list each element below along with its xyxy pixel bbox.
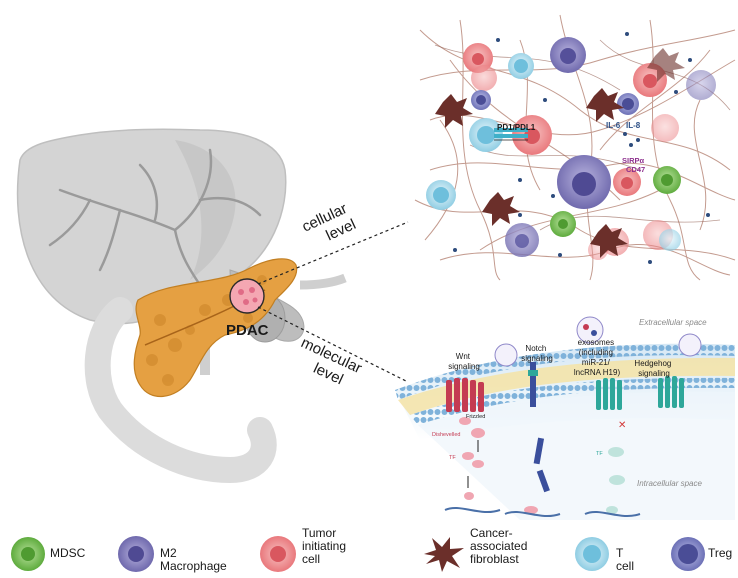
cancer-associated-fibroblast-icon — [424, 537, 464, 572]
wnt-signaling-label: Wnt signaling — [448, 352, 480, 371]
svg-text:✕: ✕ — [618, 420, 626, 431]
hedgehog-line2: signaling — [638, 369, 670, 378]
wnt-line2: signaling — [448, 362, 480, 371]
tumor-microenvironment — [414, 14, 736, 281]
hedgehog-line1: Hedgehog — [634, 359, 671, 368]
exosomes-line2: (including — [579, 348, 613, 357]
sirpa-label: SIRPα — [622, 156, 645, 165]
pancreas-illustration — [133, 258, 298, 398]
liver-illustration — [16, 128, 287, 325]
frizzled-receptor — [446, 378, 484, 412]
cd47-label: CD47 — [626, 165, 645, 174]
cell-membrane-panel: ✕ — [395, 316, 735, 520]
tumor-initiating-cell-icon — [260, 536, 296, 572]
intracellular-space-label: Intracellular space — [637, 479, 702, 488]
pdac-label: PDAC — [226, 322, 269, 339]
pd1-pdl1-label: PD1/PDL1 — [497, 123, 536, 132]
il6-label: IL-6 — [606, 121, 621, 130]
legend-label-m2: M2 Macrophage — [160, 546, 227, 573]
cellular-level-label: cellular level — [300, 198, 362, 252]
frizzled-label: Frizzled — [466, 414, 485, 420]
legend-label-mdsc: MDSC — [50, 546, 86, 560]
notch-line1: Notch — [525, 344, 546, 353]
legend-label-tcell: T cell — [616, 546, 635, 573]
exosomes-line4: lncRNA H19) — [574, 368, 621, 377]
pdac-tumor — [229, 278, 265, 314]
exosomes-label: exosomes (including miR-21/ lncRNA H19) — [574, 338, 621, 377]
notch-line2: signaling — [521, 354, 553, 363]
il8-label: IL-8 — [626, 121, 641, 130]
hedgehog-receptor — [596, 376, 684, 410]
m2-macrophage-icon — [118, 536, 154, 572]
tf-label-hedgehog: TF — [596, 451, 603, 457]
wnt-line1: Wnt — [456, 352, 471, 361]
zoom-line-molecular — [257, 306, 409, 383]
mdsc-icon — [11, 537, 45, 571]
legend-label-treg: Treg — [708, 546, 733, 560]
notch-signaling-label: Notch signaling — [521, 344, 553, 363]
exosomes-line3: miR-21/ — [582, 358, 611, 367]
treg-icon — [671, 537, 705, 571]
notch-receptor — [528, 362, 550, 493]
cell-type-legend: MDSC M2 Macrophage Tumor initiating cell… — [0, 520, 738, 578]
tf-label-wnt: TF — [449, 455, 456, 461]
extracellular-space-label: Extracellular space — [639, 318, 707, 327]
exosomes-line1: exosomes — [578, 338, 614, 347]
legend-label-caf: Cancer- associated fibroblast — [470, 526, 528, 566]
dishevelled-label: Dishevelled — [432, 432, 460, 438]
t-cell-icon — [575, 537, 609, 571]
hedgehog-signaling-label: Hedgehog signaling — [634, 359, 673, 378]
legend-label-tic: Tumor initiating cell — [302, 526, 347, 566]
